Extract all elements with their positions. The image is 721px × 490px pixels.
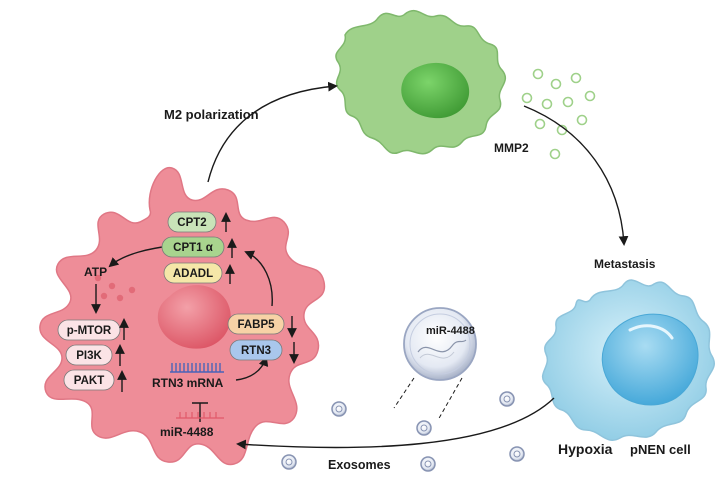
pill-p-mtor: p-MTOR	[57, 319, 121, 341]
mirna-strand-icon	[176, 412, 224, 419]
exosome-icon	[331, 401, 347, 417]
mrna-strand-icon	[170, 363, 224, 373]
pill-adadl-label: ADADL	[173, 268, 213, 280]
arrow-to-metastasis	[523, 105, 629, 246]
pill-fabp5-label: FABP5	[237, 319, 275, 331]
exosome-large	[403, 307, 477, 381]
label-rtn3-mrna: RTN3 mRNA	[152, 376, 224, 390]
pill-cpt2-label: CPT2	[177, 217, 206, 229]
pill-fabp5: FABP5	[227, 313, 285, 335]
pill-adadl: ADADL	[163, 262, 223, 284]
exosome-icon	[281, 454, 297, 470]
label-exosomes: Exosomes	[328, 458, 391, 472]
label-atp: ATP	[84, 265, 107, 279]
arrows	[91, 81, 629, 450]
exosome-particles	[281, 391, 525, 472]
label-mir-exosome: miR-4488	[426, 325, 475, 337]
m2-macrophage	[335, 9, 507, 155]
label-m2-polarization: M2 polarization	[164, 107, 259, 122]
label-pnen-cell: pNEN cell	[630, 442, 691, 457]
pill-rtn3: RTN3	[229, 339, 283, 361]
up-arrows-signaling	[115, 318, 129, 392]
arrow-mrna-to-rtn3	[235, 356, 269, 381]
pill-rtn3-label: RTN3	[241, 345, 271, 357]
pill-pi3k-label: PI3K	[76, 350, 102, 362]
pill-pakt-label: PAKT	[74, 375, 104, 387]
arrow-fabp5-to-adadl	[244, 250, 273, 307]
up-arrows-fao	[221, 212, 237, 284]
pill-pi3k: PI3K	[65, 344, 113, 366]
dashed-link-left	[393, 377, 415, 409]
label-hypoxia: Hypoxia	[558, 441, 613, 457]
pill-p-mtor-label: p-MTOR	[67, 325, 112, 337]
pill-pakt: PAKT	[63, 369, 115, 391]
label-metastasis: Metastasis	[594, 257, 656, 271]
dashed-link-right	[437, 377, 463, 421]
exosome-icon	[499, 391, 515, 407]
inhibit-mir-to-mrna	[192, 402, 208, 422]
pink-macrophage	[39, 167, 326, 466]
label-mmp2: MMP2	[494, 141, 529, 155]
exosome-icon	[420, 456, 436, 472]
down-arrows	[287, 316, 299, 364]
atp-particles	[94, 274, 136, 302]
exosome-icon	[416, 420, 432, 436]
label-mir-inside: miR-4488	[160, 425, 214, 439]
pill-cpt1a: CPT1 α	[161, 236, 225, 258]
exosome-icon	[509, 446, 525, 462]
pill-cpt1a-label: CPT1 α	[173, 242, 213, 254]
pill-cpt2: CPT2	[167, 211, 217, 233]
mmp2-particles	[521, 68, 596, 160]
arrow-exosome-return	[236, 397, 555, 450]
arrow-m2-polarization	[207, 81, 338, 183]
pnen-tumor-cell	[541, 279, 715, 441]
